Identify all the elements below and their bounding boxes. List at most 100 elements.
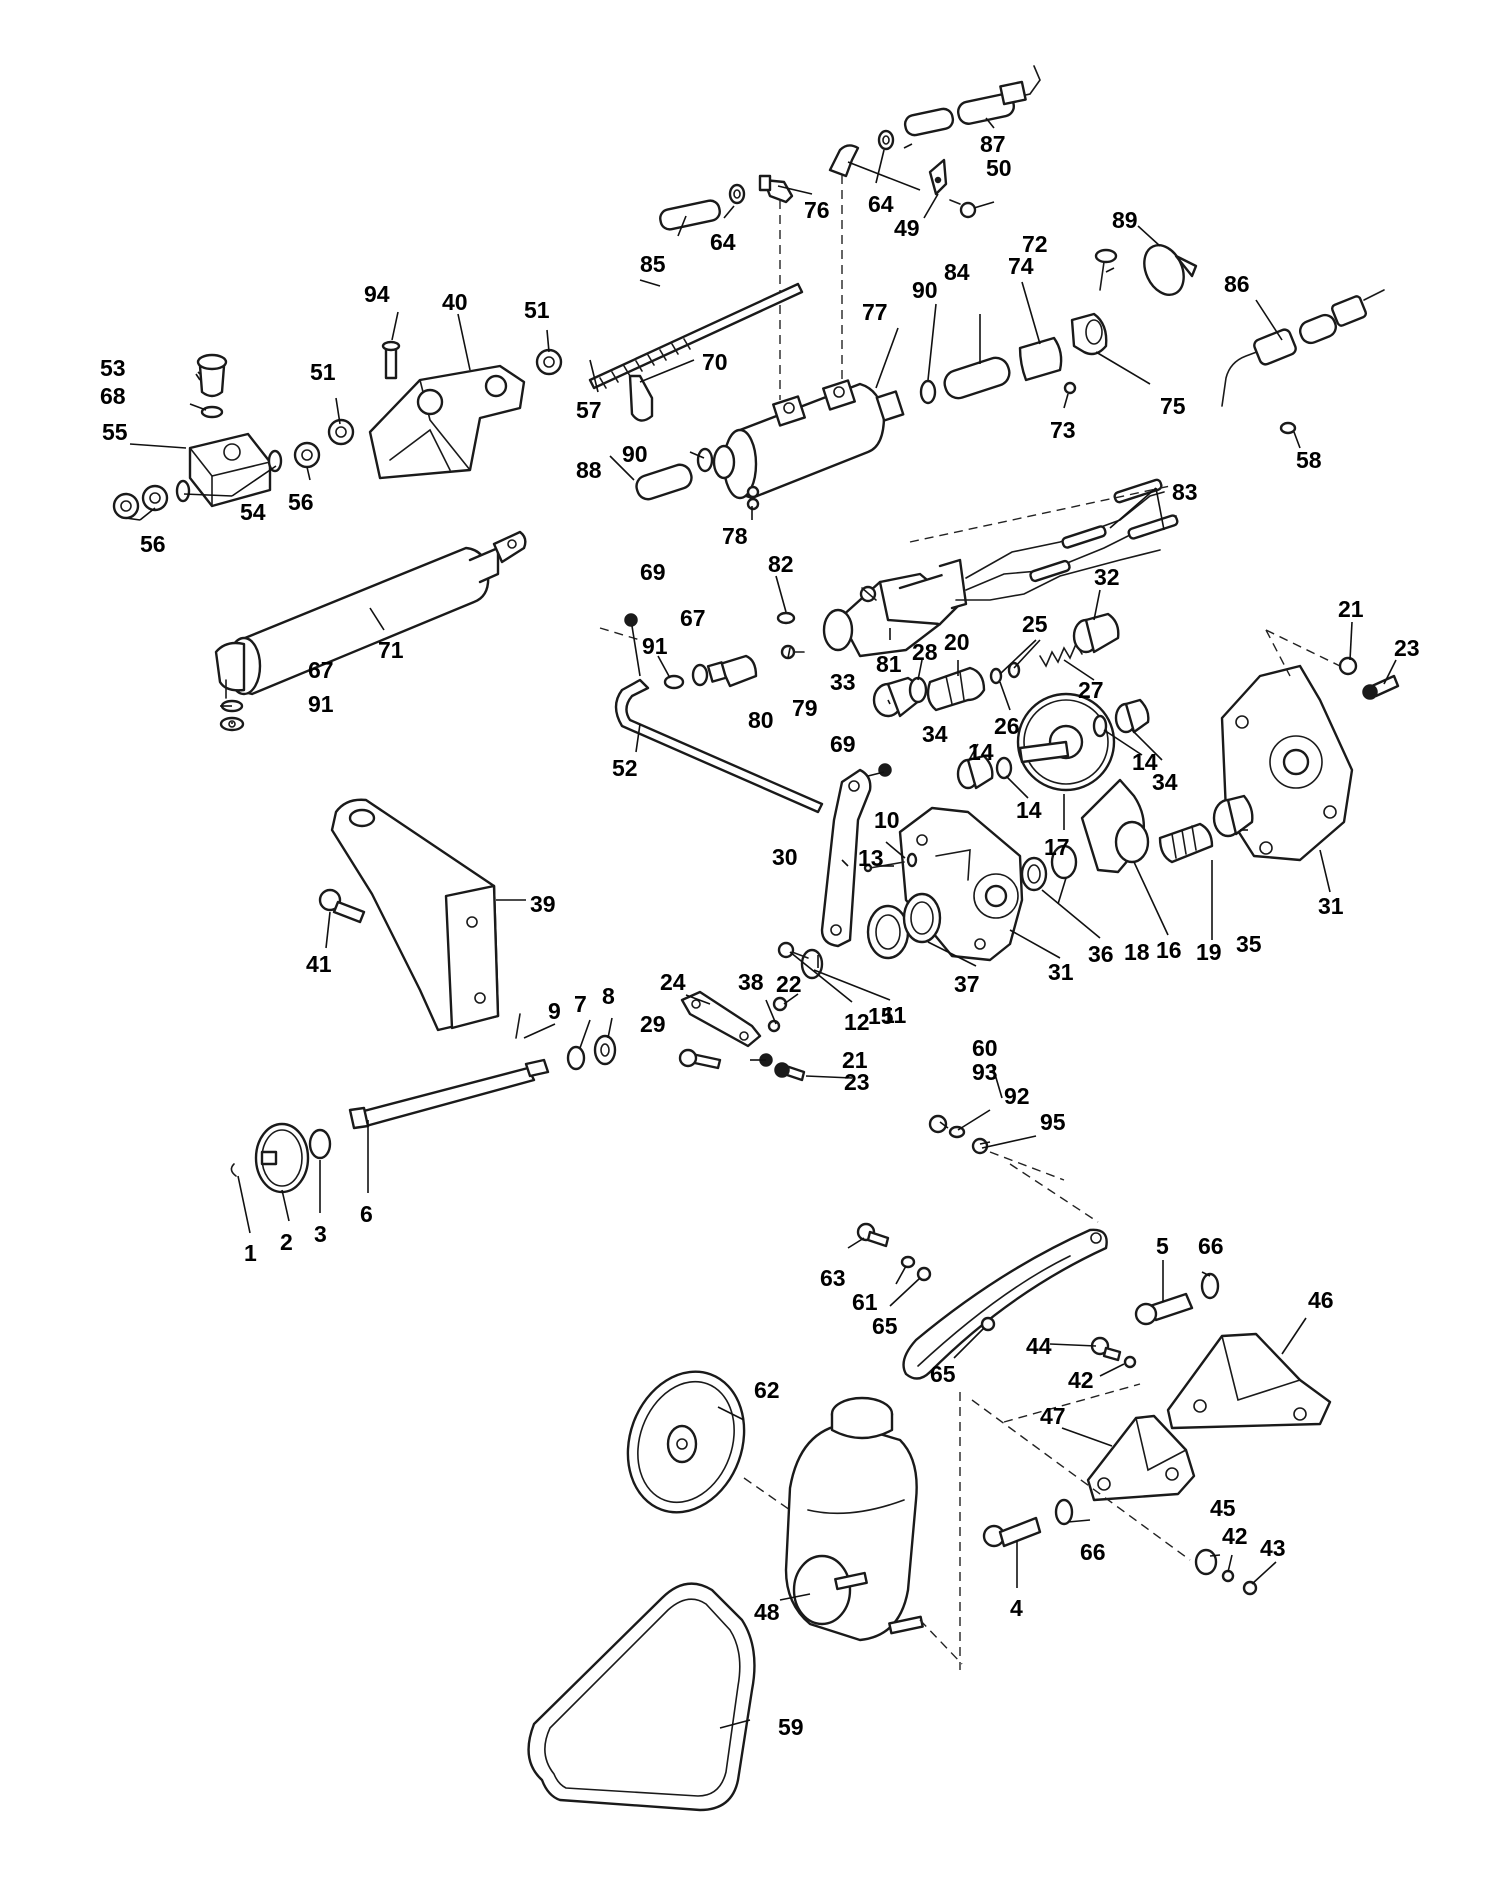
callout-81: 81 bbox=[876, 651, 902, 677]
callout-64a: 64 bbox=[868, 191, 894, 217]
callout-1: 1 bbox=[244, 1240, 257, 1266]
gear-2 bbox=[254, 1122, 310, 1194]
screw-72 bbox=[1094, 248, 1118, 291]
steel-lines-83 bbox=[955, 478, 1179, 601]
callout-70: 70 bbox=[702, 349, 728, 375]
shaft-6 bbox=[348, 1058, 550, 1130]
washer-14-left bbox=[995, 756, 1013, 780]
leader-lines bbox=[125, 117, 1397, 1729]
hose-87 bbox=[956, 65, 1041, 125]
alignment-line bbox=[1003, 1383, 1141, 1423]
callout-21a: 21 bbox=[1338, 596, 1364, 622]
callout-40: 40 bbox=[442, 289, 468, 315]
nut-set-56-left bbox=[112, 484, 169, 520]
bolt-44 bbox=[1090, 1336, 1122, 1362]
callout-50: 50 bbox=[986, 155, 1012, 181]
callout-68: 68 bbox=[100, 383, 126, 409]
callout-83: 83 bbox=[1172, 479, 1198, 505]
spool-20 bbox=[926, 666, 986, 712]
washer-61 bbox=[900, 1255, 916, 1269]
callout-46: 46 bbox=[1308, 1287, 1334, 1313]
callout-73: 73 bbox=[1050, 417, 1076, 443]
callout-19: 19 bbox=[1196, 939, 1222, 965]
clamp-74 bbox=[1018, 336, 1063, 382]
callout-78: 78 bbox=[722, 523, 748, 549]
ring-28 bbox=[908, 676, 928, 704]
bracket-40 bbox=[368, 364, 526, 480]
callout-58: 58 bbox=[1296, 447, 1322, 473]
callout-64b: 64 bbox=[710, 229, 736, 255]
callout-67a: 67 bbox=[680, 605, 706, 631]
callout-42b: 42 bbox=[1222, 1523, 1248, 1549]
bolt-94 bbox=[381, 340, 401, 380]
sector-16 bbox=[1080, 778, 1150, 874]
callout-2: 2 bbox=[280, 1229, 293, 1255]
washer-42-lower bbox=[1221, 1569, 1235, 1583]
callout-51a: 51 bbox=[310, 359, 336, 385]
alignment-line bbox=[971, 1399, 1191, 1561]
bolt-12 bbox=[777, 941, 809, 959]
callout-35: 35 bbox=[1236, 931, 1262, 957]
bracket-46 bbox=[1166, 1332, 1332, 1430]
brace-60 bbox=[902, 1228, 1108, 1380]
callout-31b: 31 bbox=[1048, 959, 1074, 985]
callout-49: 49 bbox=[894, 215, 920, 241]
nut-65-lower bbox=[980, 1316, 996, 1332]
callout-14b: 14 bbox=[1132, 749, 1158, 775]
callout-75: 75 bbox=[1160, 393, 1186, 419]
pump-48 bbox=[784, 1396, 924, 1642]
callout-61: 61 bbox=[852, 1289, 878, 1315]
callout-38: 38 bbox=[738, 969, 764, 995]
ring-90-right bbox=[919, 379, 937, 405]
bracket-39 bbox=[330, 798, 500, 1032]
callout-93: 93 bbox=[972, 1059, 998, 1085]
callout-17: 17 bbox=[1044, 834, 1070, 860]
callout-85: 85 bbox=[640, 251, 666, 277]
spool-80 bbox=[706, 654, 758, 688]
callout-22: 22 bbox=[776, 971, 802, 997]
callout-86: 86 bbox=[1224, 271, 1250, 297]
seal-8 bbox=[593, 1034, 617, 1066]
callout-30: 30 bbox=[772, 844, 798, 870]
hose-upper bbox=[903, 107, 955, 137]
hose-84 bbox=[943, 356, 1011, 400]
callout-29: 29 bbox=[640, 1011, 666, 1037]
washer-54-right bbox=[267, 449, 283, 473]
hose-85 bbox=[659, 199, 721, 231]
callout-65a: 65 bbox=[872, 1313, 898, 1339]
bushing-34-left bbox=[956, 754, 994, 790]
callout-79: 79 bbox=[792, 695, 818, 721]
nut-95 bbox=[971, 1137, 989, 1155]
screw-13 bbox=[863, 861, 905, 873]
callout-31a: 31 bbox=[1318, 893, 1344, 919]
arm-30 bbox=[820, 768, 872, 948]
ring-90-left bbox=[696, 447, 714, 473]
callout-87: 87 bbox=[980, 131, 1006, 157]
alignment-line bbox=[1009, 1163, 1099, 1223]
callout-14a: 14 bbox=[1016, 797, 1042, 823]
washer-42-upper bbox=[1123, 1355, 1137, 1369]
callout-45: 45 bbox=[1210, 1495, 1236, 1521]
callout-32: 32 bbox=[1094, 564, 1120, 590]
callout-12: 12 bbox=[844, 1009, 870, 1035]
gear-17 bbox=[1016, 692, 1116, 792]
callout-27: 27 bbox=[1078, 677, 1104, 703]
bolt-63 bbox=[856, 1222, 890, 1248]
callout-76: 76 bbox=[804, 197, 830, 223]
hose-86 bbox=[1221, 289, 1385, 407]
nut-73 bbox=[1063, 381, 1077, 395]
callout-66b: 66 bbox=[1080, 1539, 1106, 1565]
callout-92: 92 bbox=[1004, 1083, 1030, 1109]
belt-59 bbox=[527, 1582, 756, 1812]
callout-41: 41 bbox=[306, 951, 332, 977]
callout-23b: 23 bbox=[844, 1069, 870, 1095]
callout-59: 59 bbox=[778, 1714, 804, 1740]
washer-54-left bbox=[175, 479, 191, 503]
callout-69a: 69 bbox=[640, 559, 666, 585]
callout-57: 57 bbox=[576, 397, 602, 423]
callout-90a: 90 bbox=[622, 441, 648, 467]
callout-60: 60 bbox=[972, 1035, 998, 1061]
callout-54: 54 bbox=[240, 499, 266, 525]
plate-24 bbox=[680, 990, 762, 1048]
